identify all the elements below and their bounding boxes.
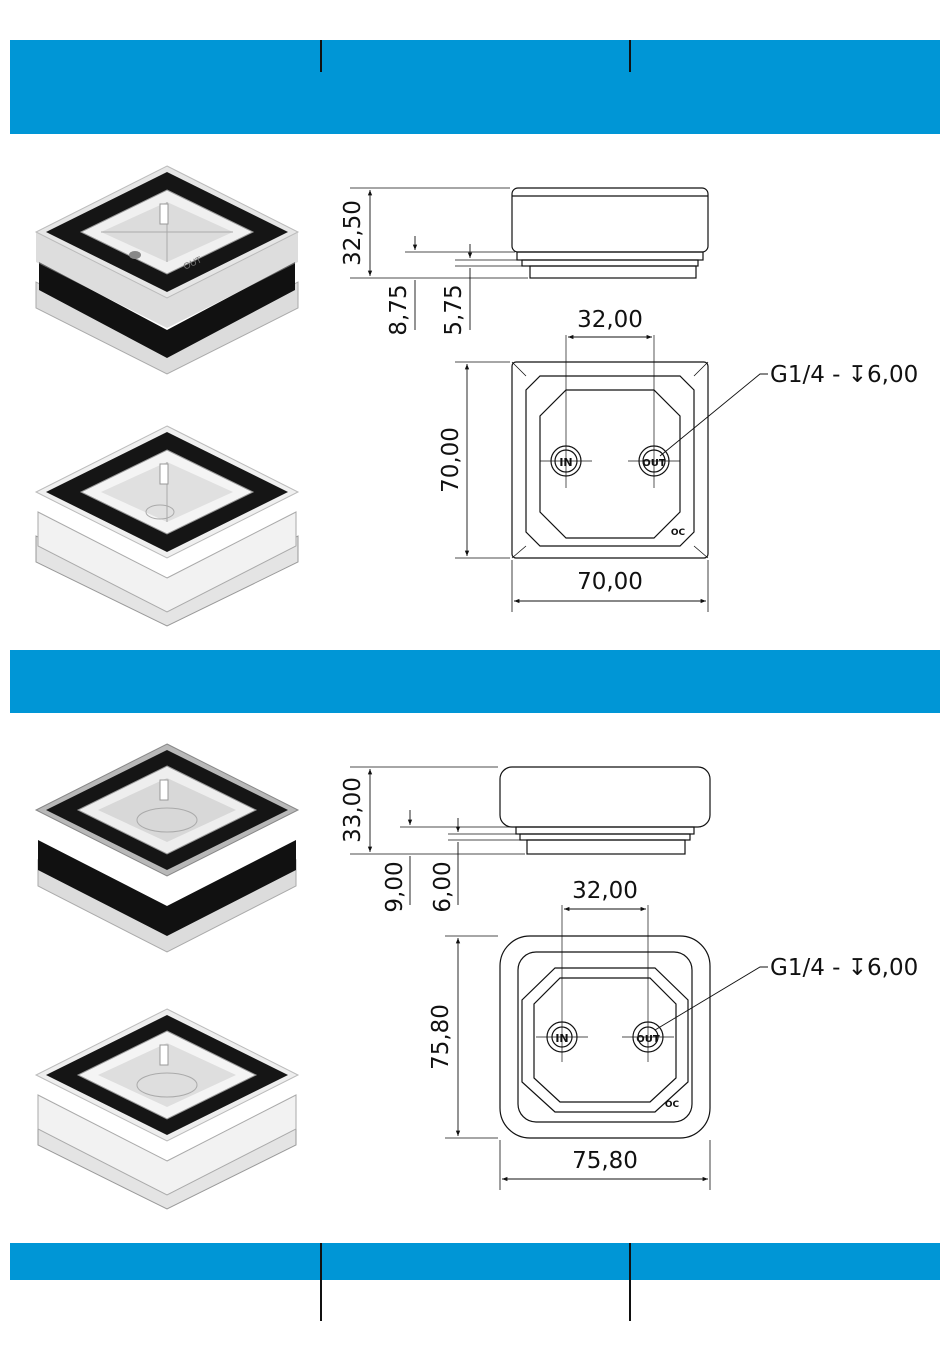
side-view-body bbox=[512, 188, 708, 252]
product-render-white-2 bbox=[30, 1005, 305, 1215]
dim-step-b: 6,00 bbox=[430, 861, 456, 912]
brand-logo-icon: OC bbox=[665, 1100, 680, 1110]
dim-width: 75,80 bbox=[572, 1148, 638, 1174]
dim-side-height: 32,50 bbox=[340, 200, 366, 266]
dim-step-a: 8,75 bbox=[386, 284, 412, 335]
thread-callout: G1/4 - ↧6,00 bbox=[770, 955, 918, 981]
port-in-label: IN bbox=[555, 1032, 568, 1045]
product-render-black-2 bbox=[30, 740, 305, 955]
technical-drawing-2: IN OUT OC 33,00 9,00 6,00 32,00 75,80 75… bbox=[330, 755, 945, 1200]
technical-drawing-1: IN OUT OC 32,50 8,75 5,75 32,00 70,00 70… bbox=[330, 175, 945, 620]
product-render-black-1 bbox=[30, 160, 305, 375]
dim-depth: 70,00 bbox=[438, 427, 464, 493]
footer-divider-1 bbox=[320, 1243, 322, 1321]
dim-port-spacing: 32,00 bbox=[572, 878, 638, 904]
footer-divider-2 bbox=[629, 1243, 631, 1321]
dim-port-spacing: 32,00 bbox=[577, 307, 643, 333]
side-view-body bbox=[500, 767, 710, 827]
product-render-white-1 bbox=[30, 420, 305, 630]
header-divider-1 bbox=[320, 40, 322, 72]
port-out-label: OUT bbox=[642, 458, 666, 469]
header-divider-2 bbox=[629, 40, 631, 72]
bottom-footer-band bbox=[10, 1243, 940, 1280]
port-in-label: IN bbox=[559, 456, 572, 469]
dim-side-height: 33,00 bbox=[340, 777, 366, 843]
dim-width: 70,00 bbox=[577, 569, 643, 595]
thread-callout: G1/4 - ↧6,00 bbox=[770, 362, 918, 388]
middle-section-band bbox=[10, 650, 940, 713]
dim-step-b: 5,75 bbox=[441, 284, 467, 335]
port-out-label: OUT bbox=[636, 1034, 660, 1045]
brand-logo-icon: OC bbox=[671, 528, 686, 538]
dim-depth: 75,80 bbox=[428, 1004, 454, 1070]
top-header-band bbox=[10, 40, 940, 134]
dim-step-a: 9,00 bbox=[382, 861, 408, 912]
